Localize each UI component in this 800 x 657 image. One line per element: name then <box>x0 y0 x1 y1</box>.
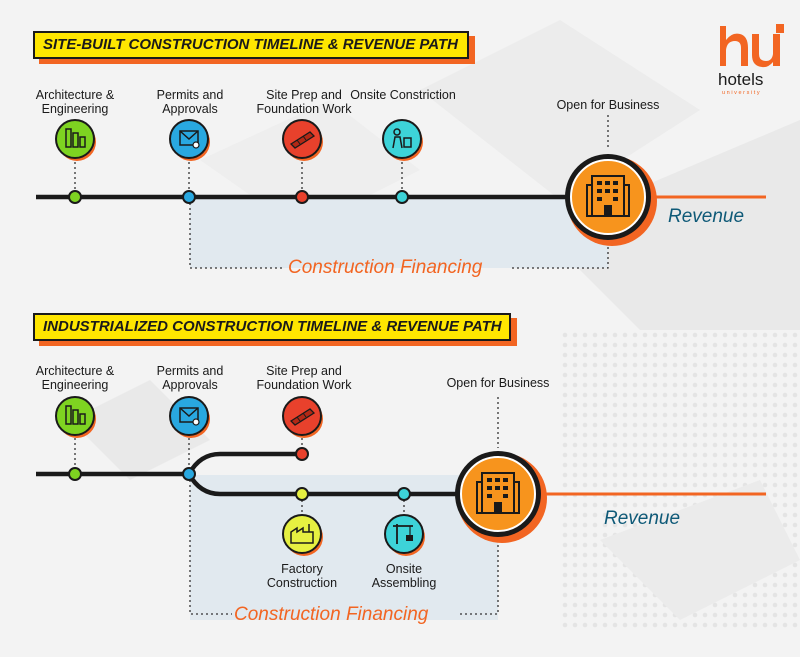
construction-financing-label: Construction Financing <box>234 604 429 625</box>
bricks-icon <box>282 396 323 438</box>
logo-wordmark: hotels <box>718 70 764 89</box>
financing-bracket <box>189 480 499 615</box>
node-architecture <box>68 467 82 481</box>
step-label-architecture: Architecture & Engineering <box>35 364 115 392</box>
open-for-business-label: Open for Business <box>446 376 550 390</box>
industrialized-title: INDUSTRIALIZED CONSTRUCTION TIMELINE & R… <box>33 313 511 341</box>
site-built-title: SITE-BUILT CONSTRUCTION TIMELINE & REVEN… <box>33 31 469 59</box>
node-onsite <box>395 190 409 204</box>
open-for-business-label: Open for Business <box>556 98 660 112</box>
step-label-permits: Permits and Approvals <box>156 364 224 392</box>
step-label-site-prep: Site Prep and Foundation Work <box>256 88 352 116</box>
blueprint-icon <box>55 119 96 161</box>
financing-area <box>190 475 498 620</box>
node-architecture <box>68 190 82 204</box>
factory-icon <box>282 514 323 556</box>
node-permits <box>182 467 196 481</box>
hotel-building-icon <box>565 154 657 246</box>
financing-area <box>190 198 608 268</box>
revenue-label: Revenue <box>604 508 681 529</box>
node-permits <box>182 190 196 204</box>
step-label-site-prep: Site Prep and Foundation Work <box>256 364 352 392</box>
node-factory <box>295 487 309 501</box>
logo-subtitle: university <box>722 90 762 96</box>
step-label-onsite: Onsite Constriction <box>350 88 456 102</box>
hotels-university-logo <box>720 24 784 68</box>
approval-document-icon <box>169 396 210 438</box>
node-site-prep <box>295 190 309 204</box>
crane-icon <box>384 514 425 556</box>
blueprint-icon <box>55 396 96 438</box>
construction-financing-label: Construction Financing <box>288 257 483 278</box>
node-site-prep <box>295 447 309 461</box>
revenue-label: Revenue <box>668 206 745 227</box>
step-label-factory: Factory Construction <box>266 562 338 590</box>
node-assembling <box>397 487 411 501</box>
step-label-architecture: Architecture & Engineering <box>35 88 115 116</box>
approval-document-icon <box>169 119 210 161</box>
branch-upper <box>187 451 302 476</box>
step-label-assembling: Onsite Assembling <box>371 562 437 590</box>
financing-bracket <box>189 198 609 269</box>
bricks-icon <box>282 119 323 161</box>
step-label-permits: Permits and Approvals <box>156 88 224 116</box>
hotel-building-icon <box>455 451 547 543</box>
construction-worker-icon <box>382 119 423 161</box>
